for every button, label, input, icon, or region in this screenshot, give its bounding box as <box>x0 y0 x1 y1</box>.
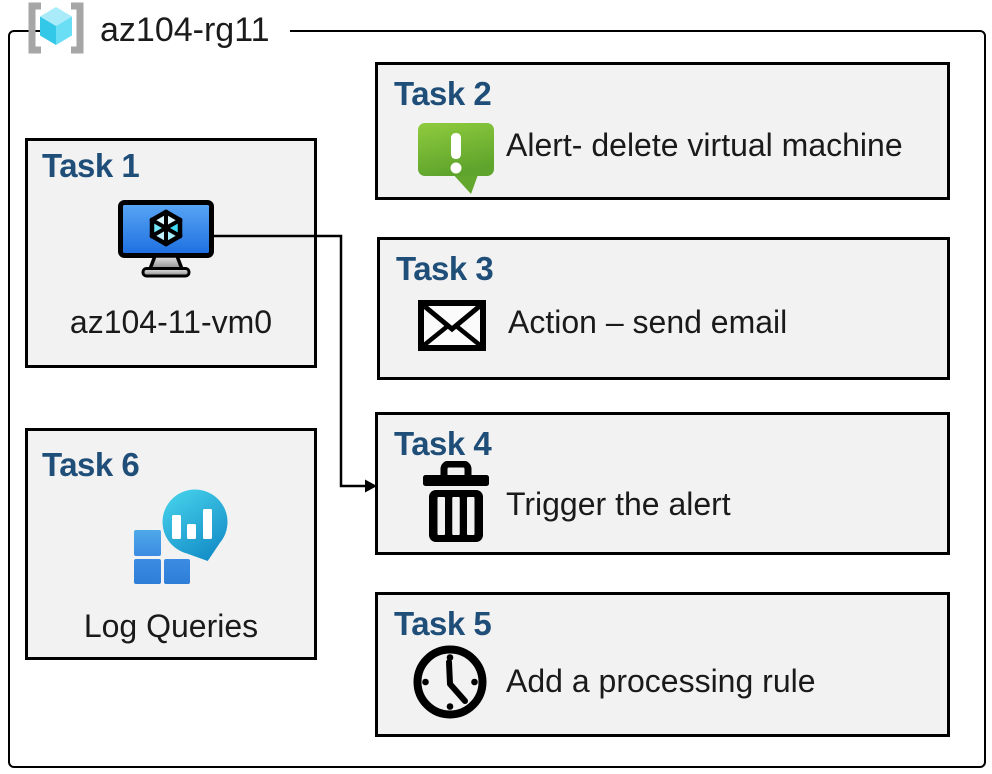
task3-caption: Action – send email <box>508 304 788 340</box>
task3-label: Task 3 <box>396 250 494 287</box>
task5-box: Task 5 Add a processing rule <box>375 592 950 737</box>
task6-box: Task 6 Log Queries <box>25 428 317 660</box>
task1-box: Task 1 <box>25 138 317 368</box>
email-icon <box>418 300 486 351</box>
task2-label: Task 2 <box>394 75 492 112</box>
trash-icon <box>423 461 489 542</box>
task4-label: Task 4 <box>394 425 492 462</box>
task2-box: Task 2 Alert- delete virtual machine <box>375 62 950 200</box>
task2-caption: Alert- delete virtual machine <box>506 127 903 163</box>
task4-caption: Trigger the alert <box>506 486 731 522</box>
task4-box: Task 4 Trigger the alert <box>375 412 950 555</box>
virtual-machine-icon <box>118 200 214 278</box>
frame-title-gap <box>40 25 290 37</box>
clock-icon <box>413 645 487 719</box>
task5-label: Task 5 <box>394 605 492 642</box>
task3-box: Task 3 Action – send email <box>377 237 950 380</box>
task5-caption: Add a processing rule <box>506 663 816 699</box>
task6-label: Task 6 <box>42 446 140 483</box>
resource-group-title: az104-rg11 <box>100 11 270 49</box>
task1-caption: az104-11-vm0 <box>69 304 273 340</box>
task1-label: Task 1 <box>42 147 140 184</box>
task6-caption: Log Queries <box>83 608 259 644</box>
alert-icon <box>418 123 494 194</box>
resource-group-icon <box>28 2 84 54</box>
log-analytics-icon <box>134 489 228 584</box>
